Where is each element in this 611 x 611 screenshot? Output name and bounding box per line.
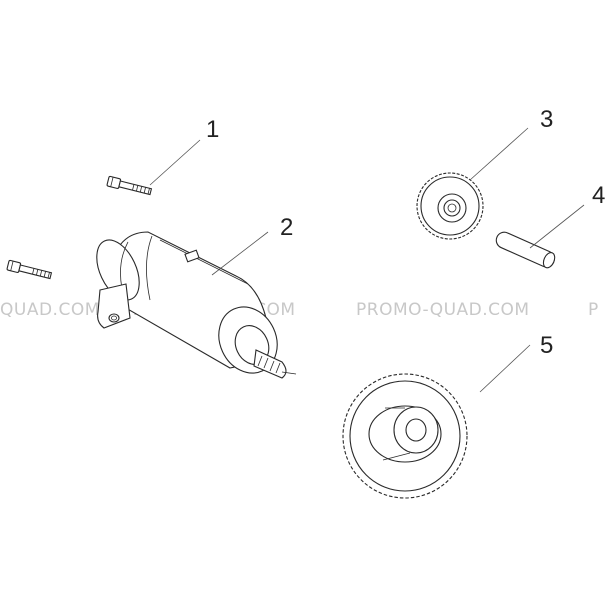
- watermark-left: QUAD.COM: [0, 300, 100, 320]
- callout-5: 5: [540, 332, 553, 359]
- callout-2: 2: [280, 214, 293, 241]
- bolt-icon: [6, 175, 153, 280]
- watermark-edge: P: [588, 300, 599, 320]
- watermark-right: PROMO-QUAD.COM: [356, 300, 530, 320]
- leader-lines: [149, 127, 585, 393]
- pin-shaft-icon: [495, 231, 556, 269]
- callout-3: 3: [540, 106, 553, 133]
- small-gear-icon: [416, 172, 484, 240]
- callout-1: 1: [206, 116, 219, 143]
- starter-motor-icon: [96, 231, 297, 379]
- large-gear-icon: [342, 373, 468, 499]
- callout-4: 4: [592, 182, 605, 209]
- watermark: QUAD.COM PROMO-QUAD.COM PROMO-QUAD.COM P: [0, 300, 599, 320]
- callouts: 1 2 3 4 5: [206, 106, 605, 359]
